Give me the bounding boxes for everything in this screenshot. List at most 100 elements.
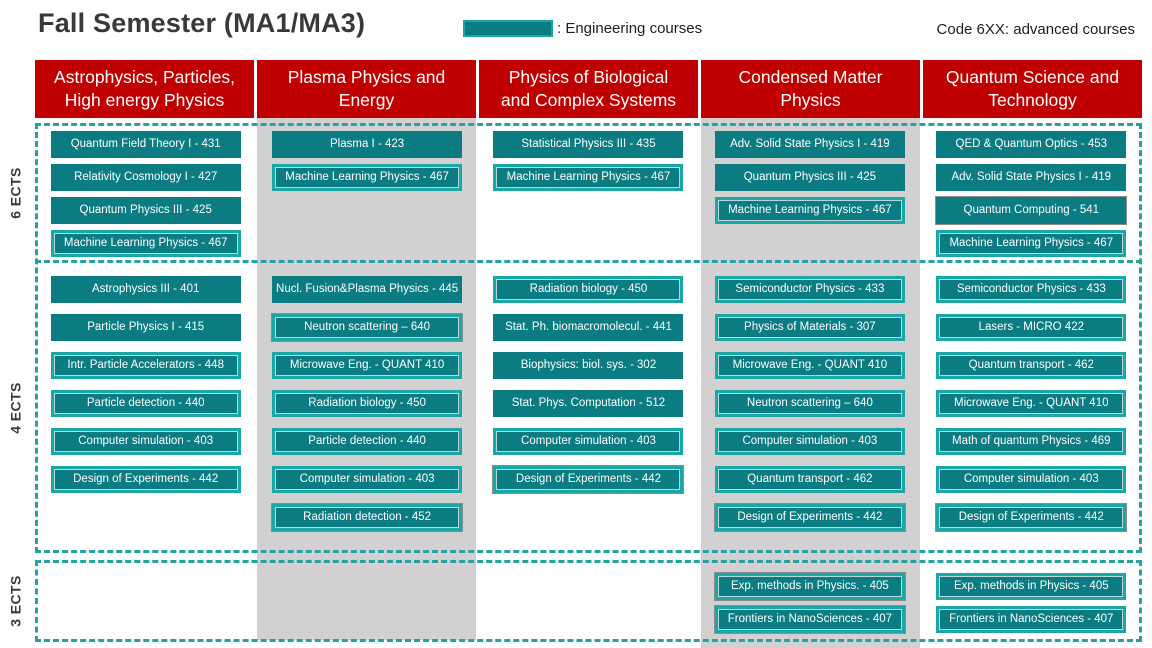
- column-header: Plasma Physics and Energy: [257, 60, 476, 118]
- course-box: Neutron scattering – 640: [714, 390, 905, 417]
- course-box: Quantum transport - 462: [936, 352, 1127, 379]
- course-box: Plasma I - 423: [272, 131, 463, 158]
- course-box: Microwave Eng. - QUANT 410: [714, 352, 905, 379]
- course-column-bio-4ects: Radiation biology - 450 Stat. Ph. biomac…: [478, 276, 699, 548]
- course-box: Quantum transport - 462: [714, 466, 905, 493]
- course-box: Stat. Ph. biomacromolecul. - 441: [493, 314, 684, 341]
- ects-label-4: 4 ECTS: [2, 262, 30, 553]
- course-box: Radiation biology - 450: [493, 276, 684, 303]
- course-box: Machine Learning Physics - 467: [936, 230, 1127, 257]
- column-header: Quantum Science and Technology: [923, 60, 1142, 118]
- course-box: Physics of Materials - 307: [714, 314, 905, 341]
- course-box: Design of Experiments - 442: [492, 465, 685, 494]
- course-label: Design of Experiments - 442: [958, 511, 1104, 524]
- course-column-condmat-4ects: Semiconductor Physics - 433 Physics of M…: [699, 276, 920, 548]
- course-box: Quantum Computing - 541: [935, 196, 1128, 225]
- column-header: Astrophysics, Particles, High energy Phy…: [35, 60, 254, 118]
- course-column-bio-6ects: Statistical Physics III - 435 Machine Le…: [478, 131, 699, 257]
- course-box: Radiation detection - 452: [271, 503, 464, 532]
- course-label: Microwave Eng. - QUANT 410: [732, 359, 888, 372]
- course-box: Microwave Eng. - QUANT 410: [272, 352, 463, 379]
- dashed-divider-6-4-ects: [35, 260, 1142, 263]
- course-label: Machine Learning Physics - 467: [285, 171, 449, 184]
- column-header: Condensed Matter Physics: [701, 60, 920, 118]
- course-box: Quantum Field Theory I - 431: [50, 131, 241, 158]
- course-box: Quantum Physics III - 425: [50, 197, 241, 224]
- course-label: Exp. methods in Physics. - 405: [730, 580, 889, 593]
- course-box: Intr. Particle Accelerators - 448: [50, 352, 241, 379]
- course-label: Neutron scattering – 640: [746, 397, 873, 410]
- course-label: Adv. Solid State Physics I - 419: [951, 171, 1112, 184]
- course-box: Adv. Solid State Physics I - 419: [714, 131, 905, 158]
- band-6ects: Quantum Field Theory I - 431 Relativity …: [35, 131, 1142, 257]
- course-box: Computer simulation - 403: [50, 428, 241, 455]
- course-label: Computer simulation - 403: [742, 435, 878, 448]
- course-box: Computer simulation - 403: [272, 466, 463, 493]
- course-label: Lasers - MICRO 422: [978, 321, 1084, 334]
- column-header-label: Astrophysics, Particles, High energy Phy…: [54, 67, 235, 110]
- course-label: Design of Experiments - 442: [737, 511, 883, 524]
- dashed-frame-3ects: [35, 560, 1142, 642]
- course-label: Quantum transport - 462: [968, 359, 1094, 372]
- course-label: Computer simulation - 403: [521, 435, 656, 448]
- course-box: Particle Physics I - 415: [50, 314, 241, 341]
- course-label: Stat. Phys. Computation - 512: [511, 397, 666, 410]
- course-box: Relativity Cosmology I - 427: [50, 164, 241, 191]
- course-box: Computer simulation - 403: [936, 466, 1127, 493]
- course-box: Design of Experiments - 442: [50, 466, 241, 493]
- course-box: Microwave Eng. - QUANT 410: [936, 390, 1127, 417]
- engineering-course-swatch: [463, 20, 553, 37]
- course-column-quantum-3ects: Exp. methods in Physics - 405 Frontiers …: [921, 573, 1142, 637]
- course-box: Semiconductor Physics - 433: [936, 276, 1127, 303]
- course-label: Biophysics: biol. sys. - 302: [520, 359, 657, 372]
- course-label: Frontiers in NanoSciences - 407: [949, 613, 1114, 626]
- course-box: Computer simulation - 403: [493, 428, 684, 455]
- course-box: Machine Learning Physics - 467: [493, 164, 684, 191]
- course-box: Biophysics: biol. sys. - 302: [493, 352, 684, 379]
- course-label: Exp. methods in Physics - 405: [953, 580, 1109, 593]
- course-column-plasma-6ects: Plasma I - 423 Machine Learning Physics …: [256, 131, 477, 257]
- legend-label: : Engineering courses: [557, 20, 703, 37]
- ects-label-6: 6 ECTS: [2, 123, 30, 262]
- course-column-astro-4ects: Astrophysics III - 401 Particle Physics …: [35, 276, 256, 548]
- course-label: Particle detection - 440: [308, 435, 426, 448]
- course-label: Computer simulation - 403: [299, 473, 435, 486]
- course-box: Frontiers in NanoSciences - 407: [713, 605, 906, 634]
- course-label: Computer simulation - 403: [78, 435, 214, 448]
- course-label: Intr. Particle Accelerators - 448: [67, 359, 224, 372]
- course-box: Statistical Physics III - 435: [493, 131, 684, 158]
- course-label: Design of Experiments - 442: [73, 473, 219, 486]
- course-box: Frontiers in NanoSciences - 407: [936, 606, 1127, 633]
- course-box: Particle detection - 440: [272, 428, 463, 455]
- course-label: Semiconductor Physics - 433: [956, 283, 1106, 296]
- course-label: Quantum Physics III - 425: [743, 171, 877, 184]
- course-label: Design of Experiments - 442: [515, 473, 662, 486]
- course-box: Design of Experiments - 442: [935, 503, 1128, 532]
- course-column-plasma-4ects: Nucl. Fusion&Plasma Physics - 445 Neutro…: [256, 276, 477, 548]
- page-title: Fall Semester (MA1/MA3): [38, 8, 366, 38]
- course-box: Stat. Phys. Computation - 512: [493, 390, 684, 417]
- legend: : Engineering courses: [463, 20, 702, 37]
- course-label: Physics of Materials - 307: [744, 321, 876, 334]
- course-label: Microwave Eng. - QUANT 410: [289, 359, 445, 372]
- code-note: Code 6XX: advanced courses: [936, 21, 1135, 38]
- course-label: Relativity Cosmology I - 427: [74, 171, 218, 184]
- course-label: Quantum Field Theory I - 431: [70, 138, 221, 151]
- course-box: Quantum Physics III - 425: [714, 164, 905, 191]
- course-box: Semiconductor Physics - 433: [714, 276, 905, 303]
- course-box: Machine Learning Physics - 467: [50, 230, 241, 257]
- course-label: Quantum transport - 462: [747, 473, 873, 486]
- course-label: Machine Learning Physics - 467: [949, 237, 1114, 250]
- ects-label-3: 3 ECTS: [2, 560, 30, 642]
- column-header-label: Plasma Physics and Energy: [287, 67, 446, 110]
- course-box: Neutron scattering – 640: [271, 313, 464, 342]
- course-box: Exp. methods in Physics. - 405: [713, 572, 906, 601]
- course-label: Machine Learning Physics - 467: [63, 237, 228, 250]
- course-box: Lasers - MICRO 422: [936, 314, 1127, 341]
- band-4ects: Astrophysics III - 401 Particle Physics …: [35, 276, 1142, 548]
- course-label: Math of quantum Physics - 469: [952, 435, 1111, 448]
- course-label: Plasma I - 423: [330, 138, 405, 151]
- course-box: Math of quantum Physics - 469: [936, 428, 1127, 455]
- course-column-astro-3ects: [35, 573, 256, 637]
